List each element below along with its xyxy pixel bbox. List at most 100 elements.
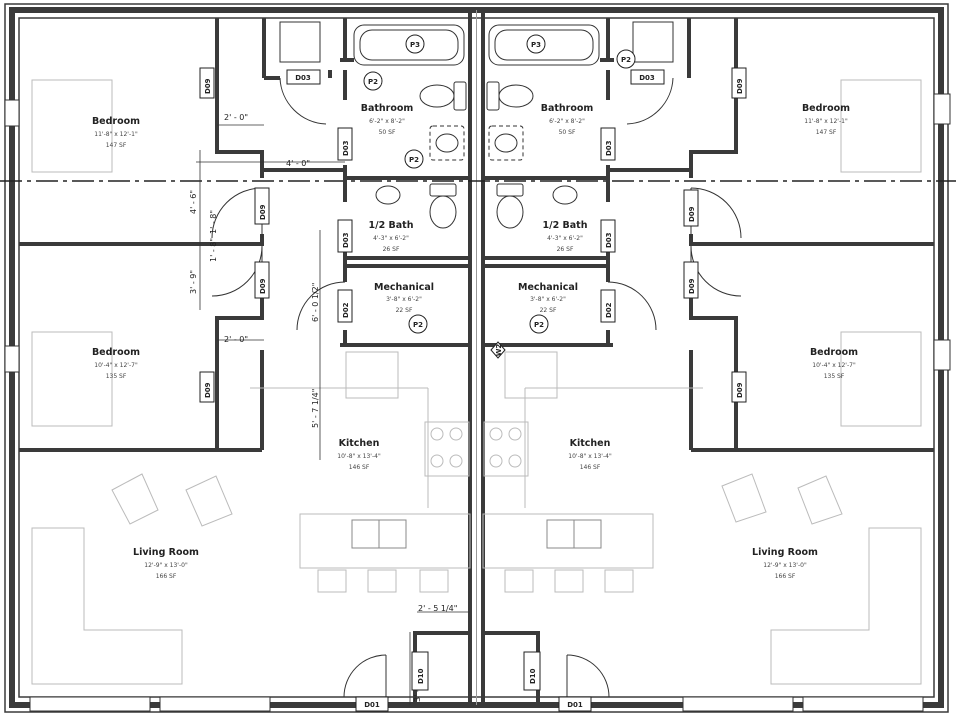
plumbing-tag: P2 — [616, 49, 636, 69]
door-tag-vertical: D10 — [411, 651, 429, 691]
door-tag-vertical: D09 — [731, 371, 747, 403]
door-tag-vertical: D09 — [683, 189, 699, 227]
room-dims: 10'-8" x 13'-4" — [337, 453, 381, 460]
door-tag-label: D09 — [688, 206, 696, 222]
room-name: Bedroom — [92, 347, 140, 358]
plumbing-tags: P3 P3 P2 P2 P2 P2 — [363, 34, 636, 359]
door-tag-label: D03 — [295, 74, 311, 82]
door-tag-label: D09 — [259, 204, 267, 220]
door-tag-vertical: D09 — [683, 261, 699, 299]
room-dims: 12'-9" x 13'-0" — [763, 562, 807, 569]
dimension-label: 4' - 0" — [286, 159, 310, 168]
room-mech-r: Mechanical 3'-8" x 6'-2" 22 SF — [518, 282, 578, 314]
room-area: 22 SF — [540, 307, 557, 314]
door-tag-vertical: D03 — [600, 219, 616, 253]
door-tag-label: D03 — [605, 232, 613, 248]
room-dims: 10'-4" x 12'-7" — [94, 362, 138, 369]
door-tag-label: D09 — [204, 382, 212, 398]
door-tag-label: D10 — [529, 668, 537, 684]
dimension-label: 3' - 9" — [189, 270, 198, 294]
room-dims: 3'-8" x 6'-2" — [530, 296, 566, 303]
dimension-label: 1' - 8" — [209, 238, 218, 262]
door-tag: D03 — [286, 69, 321, 85]
room-dims: 4'-3" x 6'-2" — [373, 235, 409, 242]
plumbing-tag: P2 — [408, 314, 428, 334]
dimension-label: 6' - 0 1/2" — [311, 283, 320, 322]
door-tag-vertical: D10 — [523, 651, 541, 691]
door-tag-vertical: D09 — [254, 261, 270, 299]
door-tag-label: D01 — [364, 701, 380, 709]
door-tag-vertical: D09 — [199, 67, 215, 99]
room-area: 135 SF — [106, 373, 127, 380]
room-area: 135 SF — [824, 373, 845, 380]
door-tag-label: D03 — [342, 232, 350, 248]
room-dims: 4'-3" x 6'-2" — [547, 235, 583, 242]
kitchen-living-fixtures — [31, 79, 922, 685]
door-tag-label: D02 — [342, 302, 350, 318]
door-tag-vertical: D03 — [600, 127, 616, 161]
door-tag-label: D09 — [688, 278, 696, 294]
room-dims: 6'-2" x 8'-2" — [369, 118, 405, 125]
window-tag-label: W2 — [495, 344, 503, 357]
half-bath-sink-right — [552, 185, 578, 205]
dimension-label: 1' - 8" — [209, 210, 218, 234]
party-wall — [468, 10, 485, 705]
room-liv-l: Living Room 12'-9" x 13'-0" 166 SF — [133, 547, 199, 580]
room-name: Bedroom — [802, 103, 850, 114]
door-tag-vertical: D03 — [337, 127, 353, 161]
room-area: 22 SF — [396, 307, 413, 314]
room-area: 50 SF — [559, 129, 576, 136]
room-bath-l: Bathroom 6'-2" x 8'-2" 50 SF — [361, 103, 414, 136]
plumbing-tag: P3 — [526, 34, 546, 54]
room-area: 146 SF — [580, 464, 601, 471]
door-tag-label: D03 — [639, 74, 655, 82]
plumbing-tag-label: P2 — [413, 321, 423, 329]
room-dims: 10'-8" x 13'-4" — [568, 453, 612, 460]
plumbing-tag-label: P3 — [531, 41, 541, 49]
dimension-label: 5' - 7 1/4" — [311, 389, 320, 428]
room-mech-l: Mechanical 3'-8" x 6'-2" 22 SF — [374, 282, 434, 314]
room-name: Living Room — [133, 547, 199, 558]
room-area: 166 SF — [775, 573, 796, 580]
plumbing-tag-label: P2 — [409, 156, 419, 164]
room-name: Bathroom — [361, 103, 414, 114]
room-bed-ml: Bedroom 10'-4" x 12'-7" 135 SF — [92, 347, 140, 380]
plumbing-tag-label: P2 — [368, 78, 378, 86]
door-tag: D03 — [630, 69, 665, 85]
room-dims: 3'-8" x 6'-2" — [386, 296, 422, 303]
room-area: 26 SF — [557, 246, 574, 253]
plumbing-tag-label: P2 — [621, 56, 631, 64]
dimension-label: 2' - 0" — [224, 335, 248, 344]
door-tag-label: D02 — [605, 302, 613, 318]
room-bed-mr: Bedroom 10'-4" x 12'-7" 135 SF — [810, 347, 858, 380]
room-dims: 11'-8" x 12'-1" — [804, 118, 848, 125]
room-name: Bathroom — [541, 103, 594, 114]
room-liv-r: Living Room 12'-9" x 13'-0" 166 SF — [752, 547, 818, 580]
plumbing-tag-label: P2 — [534, 321, 544, 329]
room-dims: 11'-8" x 12'-1" — [94, 131, 138, 138]
door-tag-label: D09 — [204, 78, 212, 94]
plumbing-tag: P3 — [405, 34, 425, 54]
door-tag: D01 — [355, 696, 389, 712]
room-name: Kitchen — [339, 438, 380, 449]
room-bed-tr: Bedroom 11'-8" x 12'-1" 147 SF — [802, 103, 850, 136]
room-name: Living Room — [752, 547, 818, 558]
dimension-label: 2' - 5 1/4" — [418, 604, 457, 613]
room-bed-tl: Bedroom 11'-8" x 12'-1" 147 SF — [92, 116, 140, 149]
room-area: 146 SF — [349, 464, 370, 471]
room-name: Bedroom — [92, 116, 140, 127]
room-half-l: 1/2 Bath 4'-3" x 6'-2" 26 SF — [369, 220, 414, 253]
door-tags: D03 D03 D01 D01 D09 D09 — [199, 67, 747, 712]
door-tag-label: D09 — [736, 382, 744, 398]
room-name: 1/2 Bath — [543, 220, 588, 231]
room-area: 26 SF — [383, 246, 400, 253]
plumbing-tag: P2 — [529, 314, 549, 334]
room-area: 50 SF — [379, 129, 396, 136]
room-bath-r: Bathroom 6'-2" x 8'-2" 50 SF — [541, 103, 594, 136]
door-tag-label: D03 — [605, 140, 613, 156]
door-tag-vertical: D09 — [731, 67, 747, 99]
room-dims: 12'-9" x 13'-0" — [144, 562, 188, 569]
room-name: Mechanical — [374, 282, 434, 293]
